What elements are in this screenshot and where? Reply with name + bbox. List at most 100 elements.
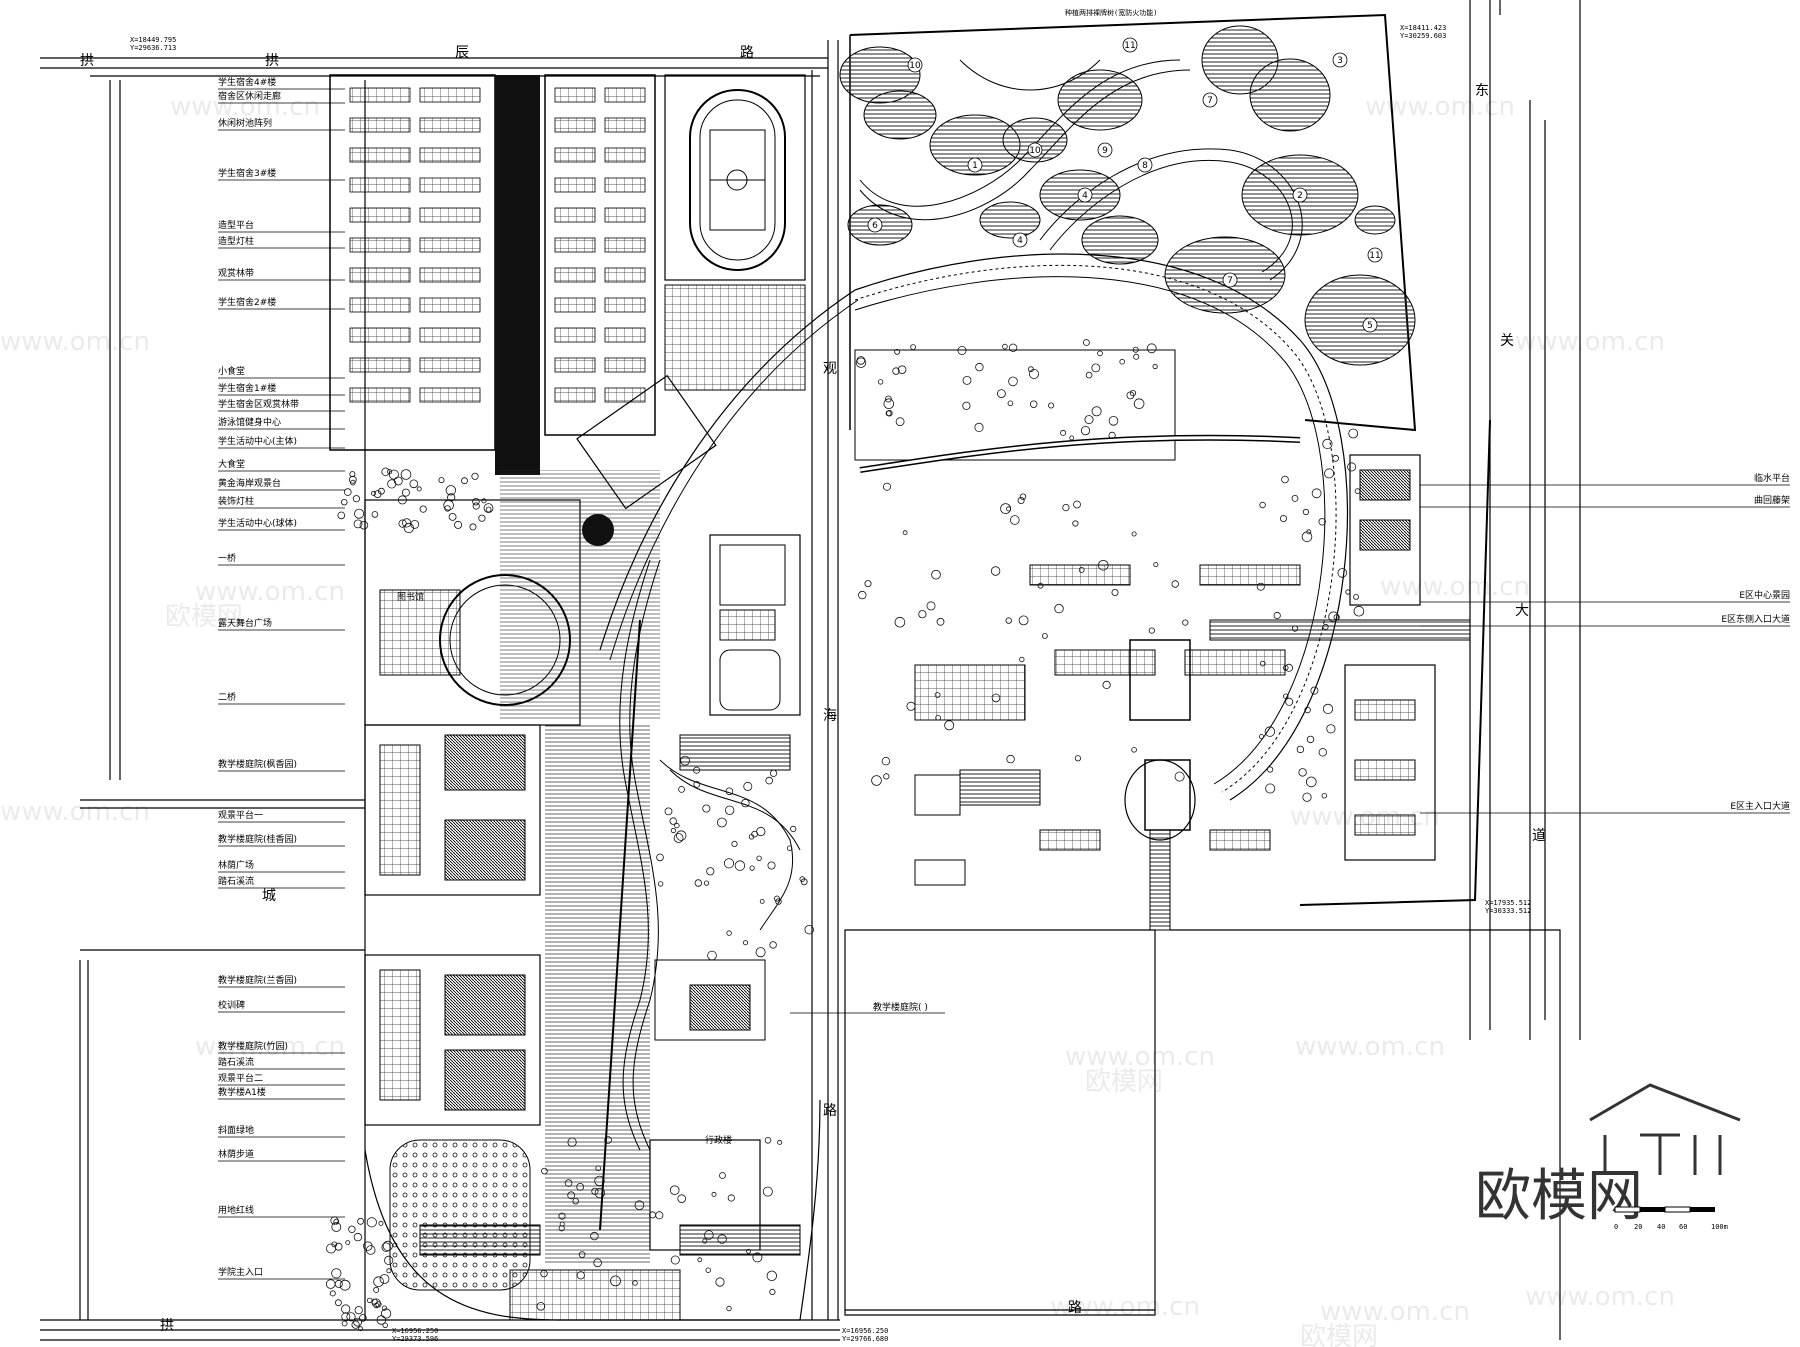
callout-label: 造型平台	[218, 219, 254, 231]
callout-label: E区中心景园	[1739, 589, 1790, 601]
central-campus	[364, 374, 801, 771]
park-number: 10	[909, 61, 921, 71]
watermark: www.om.cn	[1295, 1032, 1445, 1062]
scale-tick: 60	[1679, 1223, 1687, 1231]
callout-label: 露天舞台广场	[218, 617, 272, 629]
coord-y: Y=29636.713	[130, 44, 176, 52]
watermarks: www.om.cn www.om.cn www.om.cn www.om.cn www.…	[0, 92, 1675, 1347]
callout-label: 学生活动中心(球体)	[218, 517, 297, 529]
callout-label: 装饰灯柱	[218, 495, 254, 507]
callout-label: 大食堂	[218, 458, 245, 470]
ne-park-paths	[859, 59, 1303, 281]
admin-label: 行政楼	[705, 1134, 732, 1146]
callout-label: 小食堂	[218, 365, 245, 377]
watermark: www.om.cn	[1320, 1297, 1470, 1327]
road-label: 辰	[455, 45, 469, 61]
coord-x: X=16956.250	[842, 1327, 888, 1335]
park-number: 11	[1369, 251, 1380, 261]
logo-text: 欧模网	[1475, 1164, 1643, 1229]
callout-label: 教学楼庭院(兰香园)	[218, 974, 297, 986]
callout-label: 学生宿舍4#楼	[218, 76, 276, 88]
callout-label: 学院主入口	[218, 1266, 263, 1278]
e-zone	[854, 349, 1471, 931]
coord-y: Y=30259.603	[1400, 32, 1446, 40]
park-number: 7	[1227, 276, 1233, 286]
callout-label: 休闲树池阵列	[218, 117, 272, 129]
park-number: 11	[1124, 41, 1135, 51]
road-label: 拱	[265, 53, 279, 69]
coord-x: X=18411.423	[1400, 24, 1446, 32]
road-label: 道	[1532, 828, 1546, 844]
park-number: 9	[1102, 146, 1108, 156]
callout-label: 一桥	[218, 552, 236, 564]
scale-tick: 20	[1634, 1223, 1642, 1231]
park-number: 5	[1367, 321, 1373, 331]
road-network	[40, 0, 1581, 1341]
park-number: 1	[972, 161, 978, 171]
coord-y: Y=29373.596	[392, 1335, 438, 1343]
north-arrow	[1589, 1083, 1741, 1175]
watermark: www.om.cn	[1290, 802, 1440, 832]
library-label: 图书馆	[397, 591, 424, 603]
watermark: www.om.cn	[170, 92, 320, 122]
road-labels: 拱 拱 辰 路 拱 路 观 海 路 东 关 大 道 城	[80, 45, 1546, 1334]
callout-label: 宿舍区休闲走廊	[218, 90, 281, 102]
ne-park-groves	[839, 25, 1416, 366]
road-label: 路	[823, 1103, 837, 1119]
teaching-courtyards	[364, 724, 821, 1321]
coord-x: X=18449.795	[130, 36, 176, 44]
watermark: www.om.cn	[0, 797, 150, 827]
callout-label: 黄金海岸观景台	[218, 477, 281, 489]
scale-tick: 0	[1614, 1223, 1618, 1231]
callout-label: 学生宿舍3#楼	[218, 167, 276, 179]
watermark: www.om.cn	[1525, 1282, 1675, 1312]
top-note: 种植两排裸牌树(宽防火功能)	[1065, 8, 1157, 17]
callout-label: 教学楼庭院(竹园)	[218, 1040, 288, 1052]
dormitory-blocks	[329, 74, 656, 475]
watermark: www.om.cn	[195, 577, 345, 607]
coord-y: Y=30333.512	[1485, 907, 1531, 915]
callout-label: 观赏林带	[218, 267, 254, 279]
callout-label: 林荫广场	[218, 859, 254, 871]
callout-label: 造型灯柱	[218, 235, 254, 247]
road-label: 拱	[80, 53, 94, 69]
callout-label: 踏石溪流	[218, 1056, 254, 1068]
callout-label: 踏石溪流	[218, 875, 254, 887]
coord-x: X=16956.250	[392, 1327, 438, 1335]
park-number: 6	[872, 221, 878, 231]
callout-label: 学生宿舍2#楼	[218, 296, 276, 308]
road-label: 路	[1068, 1300, 1082, 1316]
watermark: www.om.cn	[1380, 572, 1530, 602]
callout-label: 临水平台	[1754, 472, 1790, 484]
callout-label: 教学楼A1楼	[218, 1086, 266, 1098]
center-callout: 教学楼庭院( )	[790, 1001, 945, 1014]
callout-label: 曲回藤架	[1754, 494, 1790, 506]
callout-label: 学生宿舍区观赏林带	[218, 398, 299, 410]
left-callouts: 学生宿舍4#楼宿舍区休闲走廊休闲树池阵列学生宿舍3#楼造型平台造型灯柱观赏林带学…	[218, 76, 345, 1280]
park-number: 3	[1337, 56, 1343, 66]
callout-label: 用地红线	[218, 1204, 254, 1216]
park-number: 4	[1082, 191, 1088, 201]
callout-label: 游泳馆健身中心	[218, 416, 281, 428]
callout-label: 林荫步道	[218, 1148, 254, 1160]
watermark: www.om.cn	[195, 1032, 345, 1062]
road-label: 大	[1515, 603, 1529, 619]
callout-label: 学生活动中心(主体)	[218, 435, 297, 447]
callout-label: 斜面绿地	[218, 1124, 254, 1136]
scale-tick: 40	[1657, 1223, 1665, 1231]
park-number: 7	[1207, 96, 1213, 106]
watermark: www.om.cn	[1515, 327, 1665, 357]
sports-field	[664, 74, 806, 391]
watermark-brand: 欧模网	[1300, 1322, 1378, 1347]
watermark: www.om.cn	[0, 327, 150, 357]
callout-label: 学生宿舍1#楼	[218, 382, 276, 394]
road-label: 东	[1475, 83, 1489, 99]
callout-label: 观景平台二	[218, 1072, 263, 1084]
watermark-brand: 欧模网	[165, 602, 243, 632]
callout-label: 校训碑	[218, 999, 245, 1011]
park-number: 4	[1017, 236, 1023, 246]
park-number: 10	[1029, 146, 1041, 156]
road-label: 关	[1500, 333, 1514, 349]
park-number: 2	[1297, 191, 1303, 201]
